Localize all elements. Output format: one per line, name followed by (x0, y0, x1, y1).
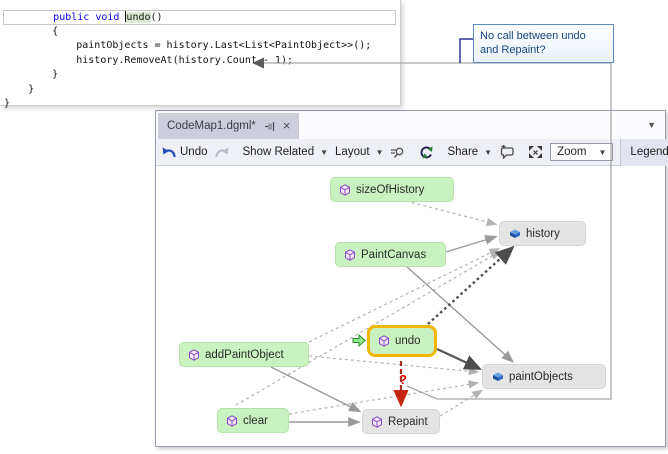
highlighted-identifier: undo (126, 12, 151, 23)
node-paintObjects[interactable]: paintObjects (482, 364, 606, 389)
node-clear[interactable]: clear (217, 408, 289, 433)
document-tab-strip: CodeMap1.dgml* × ▼ (156, 111, 665, 139)
method-icon (345, 248, 355, 261)
method-icon (379, 335, 389, 347)
map-toolbar: Undo Show Related ▼ Layout ▼ (156, 138, 668, 166)
undo-button[interactable]: Undo (162, 146, 208, 159)
chevron-down-icon: ▼ (375, 147, 384, 157)
graph-canvas: sizeOfHistory history PaintCanvas (156, 166, 665, 446)
layout-dropdown[interactable]: Layout ▼ (335, 146, 384, 158)
node-undo[interactable]: undo (367, 325, 437, 357)
edge-sizeOfHistory-history (405, 200, 498, 226)
field-icon (493, 372, 503, 381)
tab-list-dropdown-icon[interactable]: ▼ (647, 120, 656, 130)
close-icon[interactable]: × (282, 118, 291, 133)
code-line[interactable]: { (4, 25, 59, 37)
map-comment-callout[interactable]: No call between undo and Repaint? (473, 24, 614, 63)
add-comment-button[interactable] (499, 145, 514, 159)
text-cursor (125, 11, 127, 22)
code-line[interactable]: } (4, 83, 35, 95)
undo-icon (162, 147, 176, 157)
edge-PaintCanvas-history (445, 235, 498, 253)
keyword-text: public void (53, 12, 126, 23)
code-map-window: CodeMap1.dgml* × ▼ Undo (155, 110, 668, 447)
graph-edges (235, 200, 515, 427)
edge-addPaintObject-paintObjects (308, 355, 480, 376)
zoom-to-fit-icon (529, 146, 543, 158)
node-Repaint[interactable]: Repaint (362, 409, 440, 434)
share-dropdown[interactable]: Share ▼ (447, 146, 493, 158)
tab-codemap-dgml[interactable]: CodeMap1.dgml* × (158, 113, 300, 139)
chevron-down-icon: ▼ (484, 147, 493, 157)
method-icon (189, 348, 199, 361)
method-icon (372, 415, 382, 428)
zoom-combobox[interactable]: Zoom ▼ (550, 143, 614, 161)
code-line[interactable]: } (4, 98, 11, 109)
refresh-icon (421, 146, 433, 158)
callout-bracket (459, 38, 473, 63)
refresh-button[interactable] (419, 146, 433, 159)
chevron-down-icon: ▼ (320, 147, 329, 157)
add-comment-icon (500, 145, 514, 159)
node-history[interactable]: history (499, 221, 586, 246)
pin-icon[interactable] (264, 121, 275, 132)
edge-Repaint-paintObjects (439, 389, 484, 417)
zoom-to-fit-button[interactable] (528, 145, 543, 159)
node-sizeOfHistory[interactable]: sizeOfHistory (330, 177, 454, 202)
tab-title: CodeMap1.dgml* (167, 120, 256, 132)
show-related-dropdown[interactable]: Show Related ▼ (242, 146, 329, 158)
code-line[interactable]: paintObjects = history.Last<List<PaintOb… (4, 40, 372, 51)
question-mark-label: ? (399, 372, 407, 387)
redo-icon (214, 147, 228, 157)
find-node-button[interactable] (390, 146, 405, 159)
field-icon (510, 229, 520, 238)
code-line[interactable]: history.RemoveAt(history.Count - 1); (4, 54, 293, 66)
edge-addPaintObject-Repaint (270, 366, 362, 413)
code-line-current[interactable]: public void undo() (3, 10, 396, 25)
edge-undo-paintObjects (436, 348, 482, 370)
method-icon (227, 414, 237, 427)
node-addPaintObject[interactable]: addPaintObject (179, 342, 309, 367)
method-icon (340, 183, 350, 196)
find-icon (391, 147, 404, 158)
context-pointer-icon (352, 333, 366, 348)
code-editor-window: public void undo() { paintObjects = hist… (0, 0, 401, 109)
node-PaintCanvas[interactable]: PaintCanvas (335, 242, 446, 267)
code-line[interactable]: } (4, 69, 59, 80)
chevron-down-icon: ▼ (598, 147, 607, 157)
redo-button[interactable] (214, 146, 229, 159)
legend-button[interactable]: Legend (620, 138, 668, 166)
